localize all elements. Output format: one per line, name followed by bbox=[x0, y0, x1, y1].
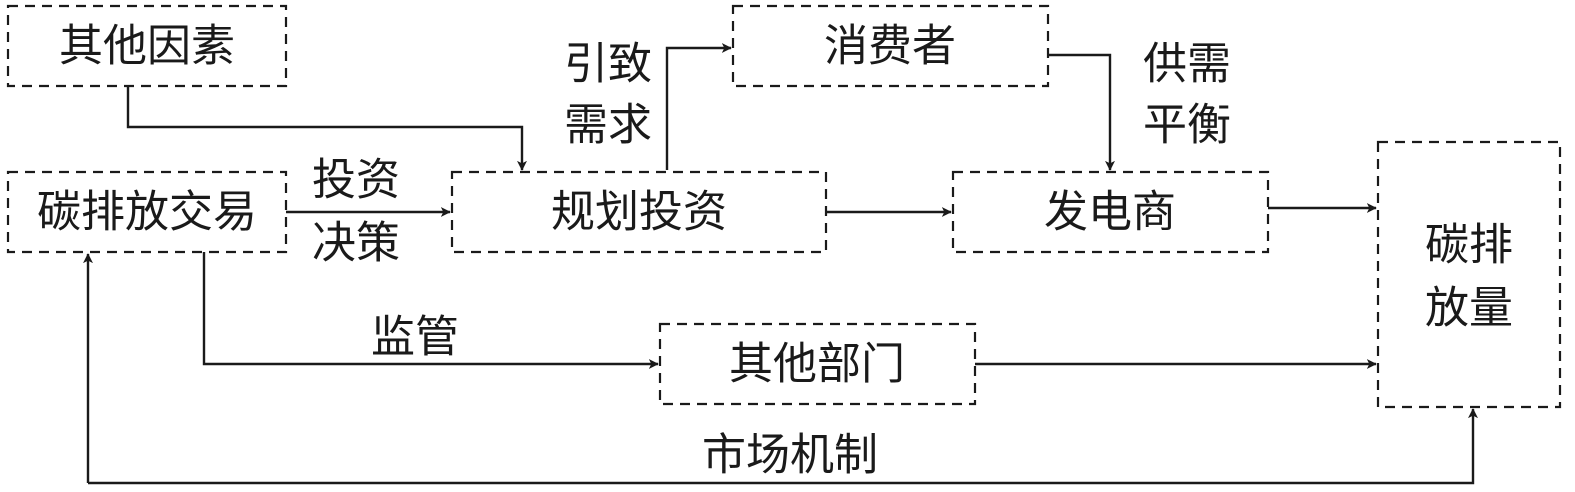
node-carbon-emission-label-line1: 碳排 bbox=[1425, 220, 1513, 271]
label-supervision: 监管 bbox=[371, 312, 459, 363]
edge-market-mechanism-to-emission bbox=[88, 408, 1478, 485]
node-carbon-trading: 碳排放交易 bbox=[6, 170, 288, 254]
node-other-factors: 其他因素 bbox=[6, 4, 288, 88]
node-other-sectors-label: 其他部门 bbox=[729, 339, 905, 390]
label-supply-demand-line2: 平衡 bbox=[1143, 100, 1231, 151]
label-induce-demand-line1: 引致 bbox=[564, 39, 652, 90]
label-supply-demand-line1: 供需 bbox=[1143, 39, 1231, 90]
edge-supervision bbox=[202, 252, 659, 369]
node-generator-label: 发电商 bbox=[1044, 187, 1176, 238]
edge-consumer-to-generator bbox=[1048, 53, 1115, 171]
node-carbon-emission-label-line2: 放量 bbox=[1425, 283, 1513, 334]
label-market-mechanism: 市场机制 bbox=[702, 430, 878, 481]
node-carbon-trading-label: 碳排放交易 bbox=[37, 187, 257, 238]
edge-other-factors-to-planning bbox=[126, 86, 527, 171]
label-investment-decision-line2: 决策 bbox=[312, 218, 400, 269]
node-other-factors-label: 其他因素 bbox=[59, 21, 235, 72]
node-planning-investment: 规划投资 bbox=[450, 170, 828, 254]
label-induce-demand-line2: 需求 bbox=[564, 100, 652, 151]
node-consumer-label: 消费者 bbox=[824, 21, 956, 72]
node-planning-investment-label: 规划投资 bbox=[551, 187, 727, 238]
node-other-sectors: 其他部门 bbox=[658, 322, 977, 406]
node-generator: 发电商 bbox=[951, 170, 1270, 254]
node-carbon-emission: 碳排 放量 bbox=[1376, 140, 1562, 409]
edge-induce-demand bbox=[665, 43, 732, 170]
label-investment-decision-line1: 投资 bbox=[312, 155, 400, 206]
node-consumer: 消费者 bbox=[731, 4, 1050, 88]
